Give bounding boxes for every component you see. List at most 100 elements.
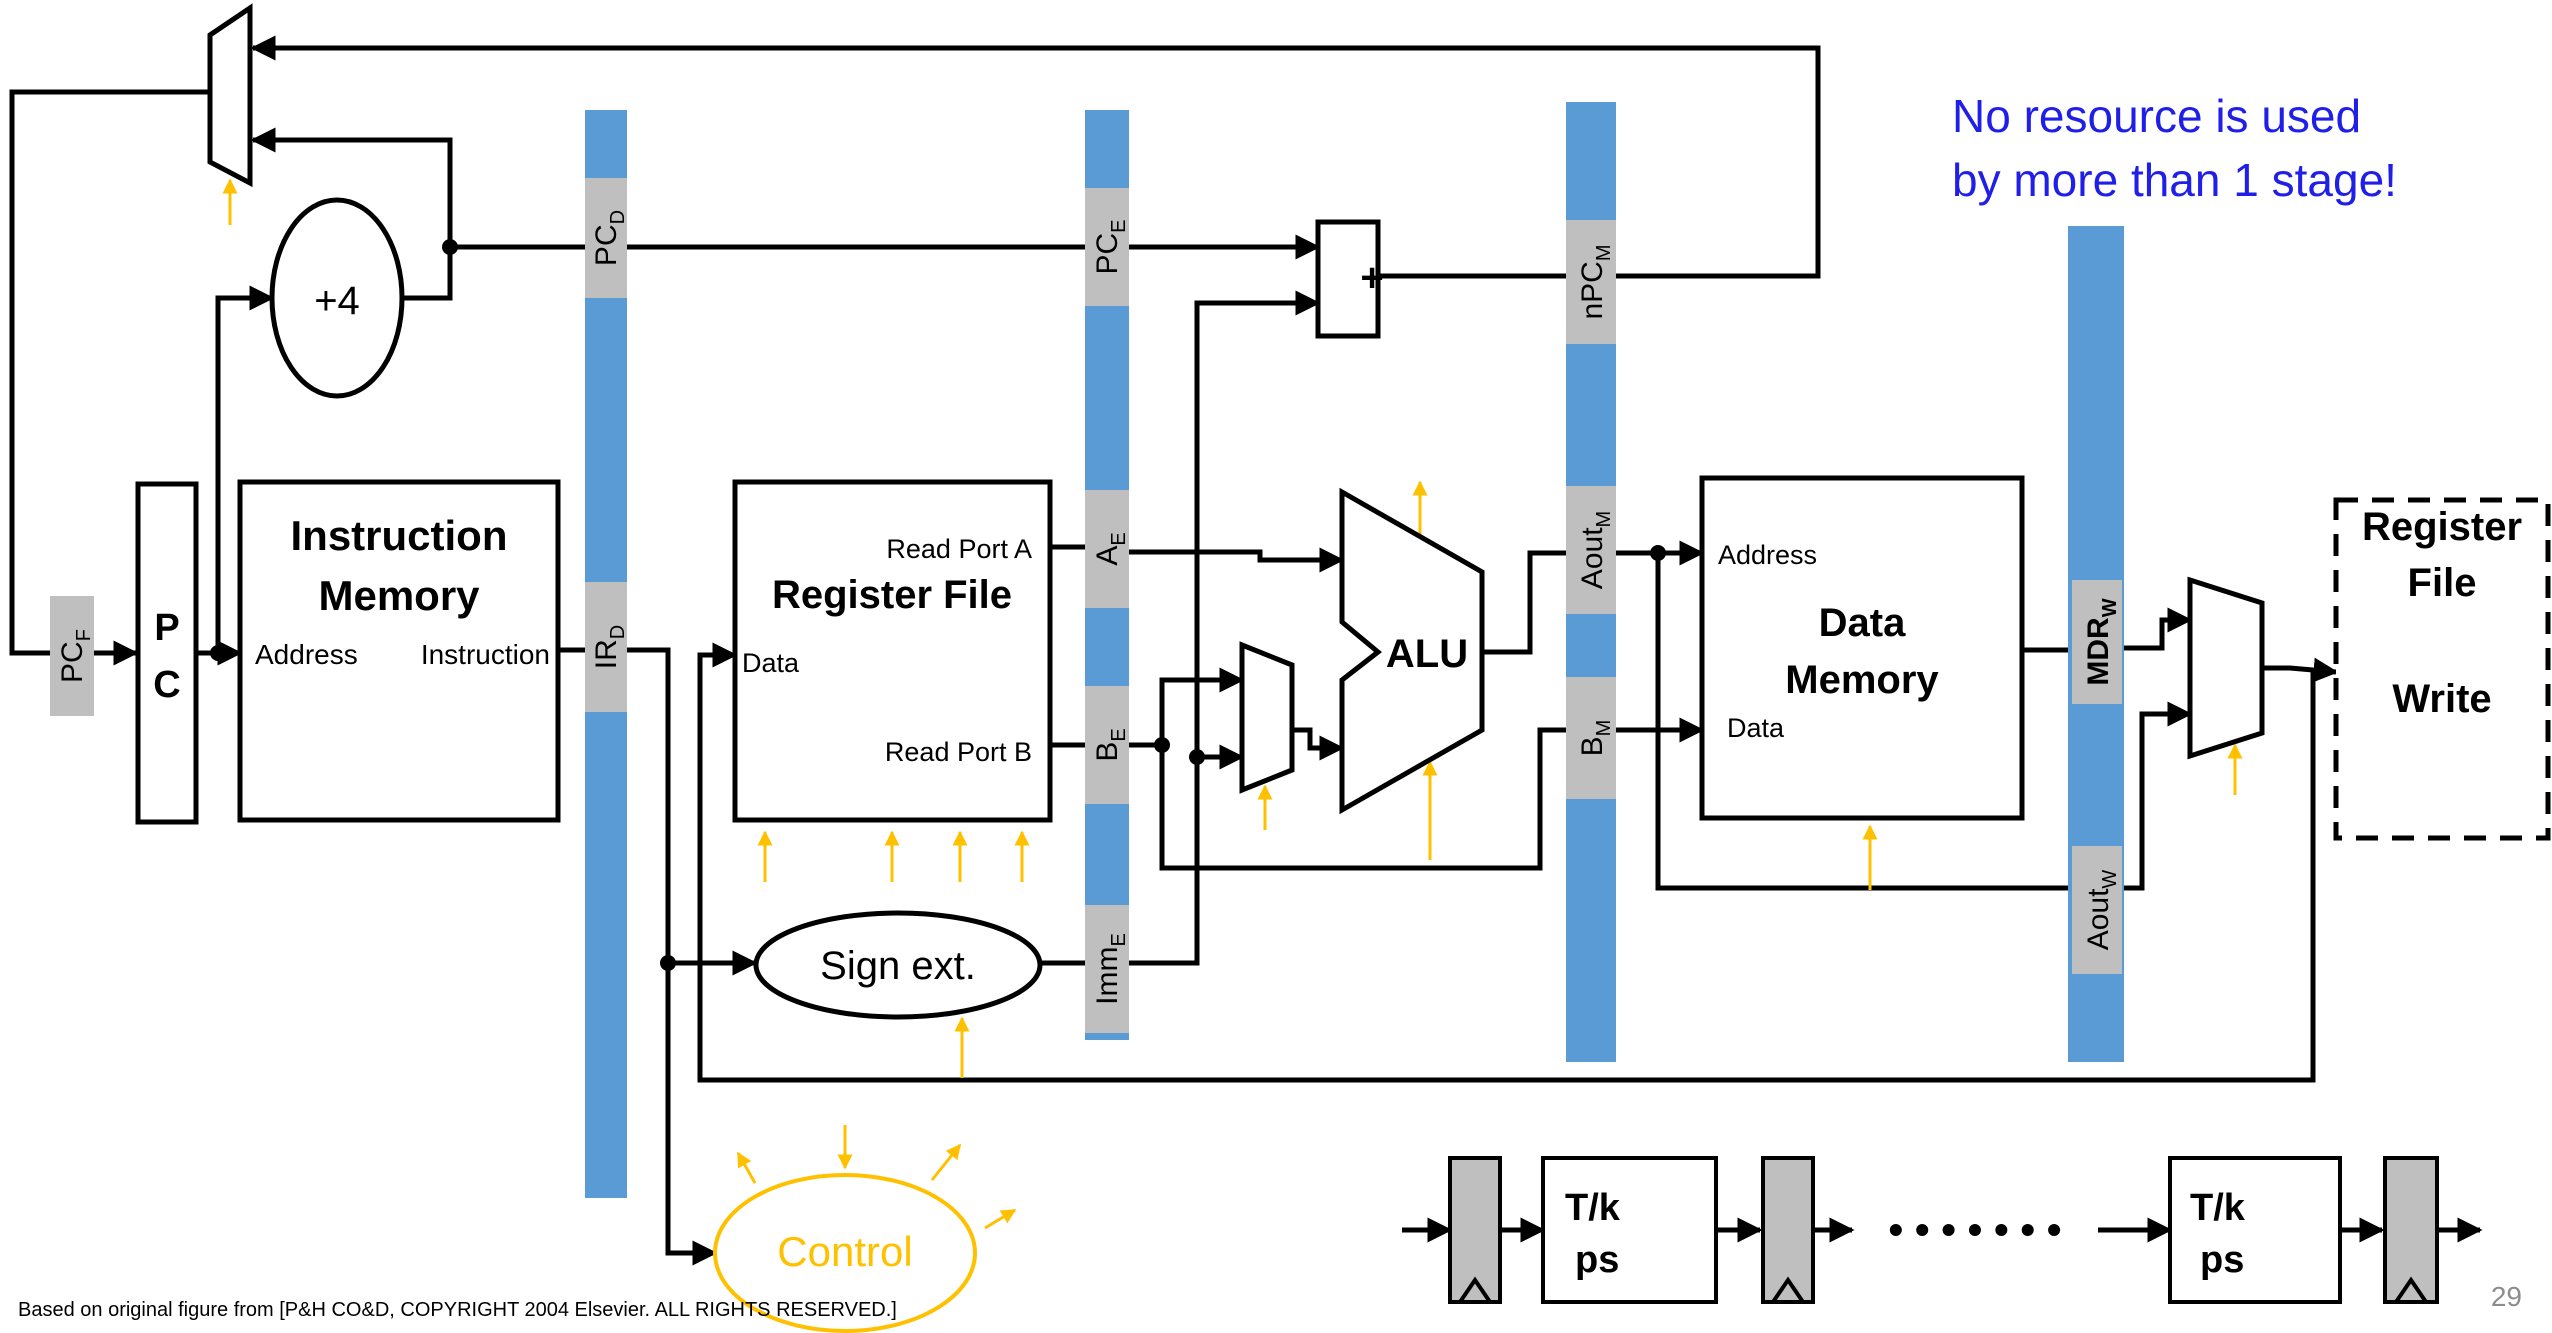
latch-pc-f: PCF xyxy=(50,596,95,716)
ctrl-ray-4 xyxy=(984,1208,1017,1230)
alu xyxy=(1339,487,1485,815)
wires xyxy=(9,35,2483,1266)
note-line-2: by more than 1 stage! xyxy=(1952,154,2397,206)
latch-a-e: AE xyxy=(1085,490,1130,608)
rf-write-line2: File xyxy=(2408,561,2477,605)
timing-stage-1-line1: T/k xyxy=(1565,1187,1621,1229)
svg-text:AoutW: AoutW xyxy=(2082,870,2121,951)
latch-aout-w: AoutW xyxy=(2072,846,2122,974)
register-file-title: Register File xyxy=(772,573,1012,617)
timing-stage-2 xyxy=(2168,1156,2342,1304)
latch-b-m-base: B xyxy=(1576,736,1609,756)
branch-adder-label: + xyxy=(1360,256,1383,300)
latch-imm-e-base: Imm xyxy=(1091,947,1124,1005)
svg-text:PCE: PCE xyxy=(1091,219,1130,274)
svg-text:ImmE: ImmE xyxy=(1091,933,1130,1005)
svg-text:MDRW: MDRW xyxy=(2082,598,2121,685)
latch-b-m-sub: M xyxy=(1593,720,1615,737)
timing-stage-2-line1: ps xyxy=(2200,1239,2244,1281)
wire-npc-feedback xyxy=(250,35,1821,279)
wire-ird-out xyxy=(627,647,718,1266)
wire-be-to-bm xyxy=(1159,727,1566,871)
sign-extend xyxy=(753,910,1043,1020)
dm-data-label: Data xyxy=(1727,713,1785,743)
rf-write-line1: Register xyxy=(2362,505,2522,549)
latch-pc-d: PCD xyxy=(585,178,629,298)
timing-stage-1-line2: ps xyxy=(1575,1239,1619,1281)
wire-imme-out xyxy=(1129,744,1245,966)
wire-aoutw-to-wbmux xyxy=(2124,701,2193,891)
latch-ir-d-base: IR xyxy=(590,639,623,669)
latch-b-e-sub: E xyxy=(1108,728,1130,741)
latch-pc-d-base: PC xyxy=(590,224,623,266)
im-instruction-label: Instruction xyxy=(421,639,550,670)
junction-plus4 xyxy=(442,239,458,255)
latch-pc-e-sub: E xyxy=(1108,219,1130,232)
wire-aoutm-to-aoutw xyxy=(1655,553,2068,891)
latch-ir-d-sub: D xyxy=(607,625,629,639)
svg-text:PCF: PCF xyxy=(56,629,95,683)
register-file xyxy=(732,479,1053,823)
rf-read-b-label: Read Port B xyxy=(885,737,1032,767)
junction-be xyxy=(1154,737,1170,753)
latch-mdr-w: MDRW xyxy=(2072,580,2122,704)
latch-pc-f-base: PC xyxy=(56,641,89,683)
data-memory xyxy=(1699,475,2025,821)
timing-latch-3 xyxy=(2383,1156,2439,1304)
instruction-memory xyxy=(237,479,561,823)
latch-npc-m-base: nPC xyxy=(1576,261,1609,319)
branch-adder xyxy=(1315,219,1381,339)
timing-dots: • • • • • • • xyxy=(1889,1206,2062,1253)
svg-text:BM: BM xyxy=(1576,720,1615,757)
latch-pc-e: PCE xyxy=(1085,188,1130,306)
latch-pc-d-sub: D xyxy=(607,210,629,224)
svg-text:PCD: PCD xyxy=(590,210,629,266)
wire-wbmux-out xyxy=(2262,657,2339,683)
wire-alu-to-aoutm xyxy=(1482,550,1566,655)
writeback-mux xyxy=(2187,576,2265,760)
instruction-memory-title-2: Memory xyxy=(318,572,480,619)
latch-b-e-base: B xyxy=(1091,742,1124,762)
footer-credit: Based on original figure from [P&H CO&D,… xyxy=(18,1299,897,1321)
svg-text:AE: AE xyxy=(1091,532,1130,565)
data-memory-title-2: Memory xyxy=(1785,658,1939,702)
latch-b-m: BM xyxy=(1566,677,1616,799)
junction-pc-out xyxy=(210,645,226,661)
control-label: Control xyxy=(777,1228,912,1275)
sign-extend-label: Sign ext. xyxy=(820,944,976,988)
pc-label-bottom: C xyxy=(153,664,180,706)
latch-a-e-base: A xyxy=(1091,546,1124,566)
svg-text:AoutM: AoutM xyxy=(1576,511,1615,589)
wire-imm-to-adder xyxy=(1194,290,1321,965)
timing-latch-1 xyxy=(1448,1156,1502,1304)
latch-npc-m: nPCM xyxy=(1566,220,1616,344)
latch-aout-w-sub: W xyxy=(2099,870,2121,889)
wire-mdrw-to-wbmux xyxy=(2124,607,2193,651)
page-number: 29 xyxy=(2491,1281,2522,1312)
control-unit xyxy=(713,1173,977,1333)
latch-aout-m: AoutM xyxy=(1566,486,1616,614)
rf-read-a-label: Read Port A xyxy=(886,534,1032,564)
timing-chain: T/k ps • • • • • • • ps T/k xyxy=(1448,1156,2439,1304)
svg-text:nPCM: nPCM xyxy=(1576,244,1615,319)
plus4-adder xyxy=(269,197,405,399)
latch-aout-m-base: Aout xyxy=(1576,527,1609,589)
timing-stage-1 xyxy=(1541,1156,1718,1304)
ctrl-ray-3 xyxy=(930,1143,962,1181)
plus4-label: +4 xyxy=(314,279,360,323)
wire-be-to-mux xyxy=(1159,667,1245,745)
junction-aoutm xyxy=(1650,545,1666,561)
control-arrows xyxy=(222,178,2243,1230)
junction-ird xyxy=(660,955,676,971)
wire-plus4-to-mux xyxy=(250,127,453,301)
alu-label: ALU xyxy=(1386,632,1468,676)
rf-data-label: Data xyxy=(742,648,800,678)
ctrl-ray-1 xyxy=(736,1151,757,1184)
register-file-write xyxy=(2333,497,2551,841)
svg-text:BE: BE xyxy=(1091,728,1130,761)
latch-ir-d: IRD xyxy=(585,582,629,712)
latch-a-e-sub: E xyxy=(1108,532,1130,545)
rf-write-line3: Write xyxy=(2392,677,2491,721)
latch-imm-e: ImmE xyxy=(1085,905,1130,1033)
wire-writeback-to-rf-data xyxy=(697,642,2316,1083)
